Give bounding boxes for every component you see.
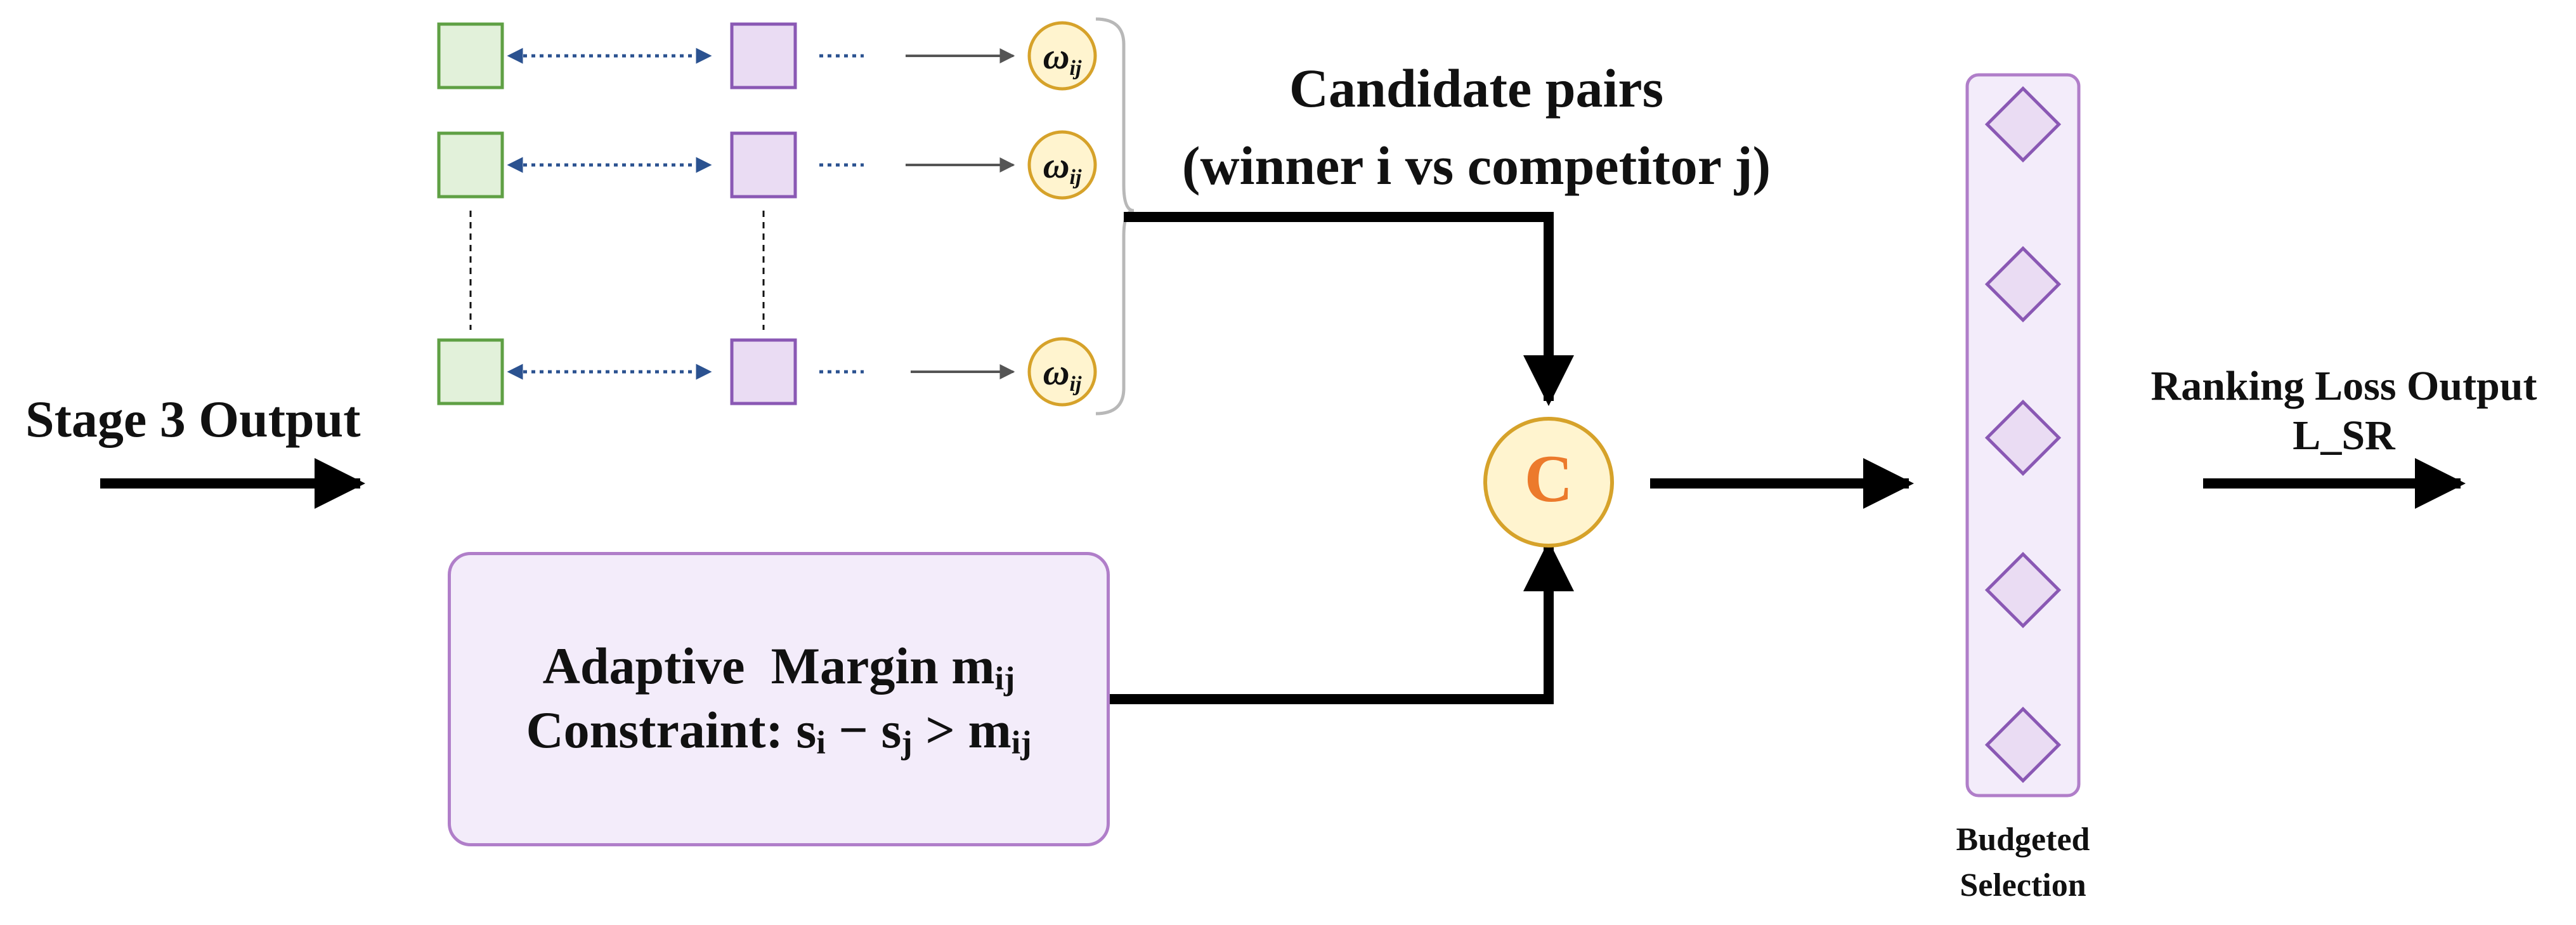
constraint-part-c: > m [912, 701, 1012, 759]
selection-item [1984, 551, 2062, 629]
selection-item [1984, 399, 2062, 476]
candidate-to-combine-arrow [1124, 212, 1574, 406]
adaptive-margin-box: Adaptive Margin mij Constraint: si − sj … [448, 552, 1110, 846]
constraint-sub-j: j [901, 725, 913, 761]
output-label-line2: L_SR [2293, 412, 2396, 459]
winner-node [437, 131, 504, 199]
selection-item [1984, 706, 2062, 784]
budgeted-selection [1965, 73, 2081, 797]
winner-node [437, 22, 504, 89]
competitor-node [730, 338, 797, 405]
svg-text:ωij: ωij [1043, 36, 1082, 80]
candidate-title-line2: (winner i vs competitor j) [1182, 135, 1771, 196]
competitor-node [730, 22, 797, 89]
constraint-part-b: − s [825, 701, 902, 759]
weight-subscript: ij [1070, 166, 1082, 189]
weight-node [1027, 21, 1097, 91]
pair-row: ωij [437, 337, 1097, 407]
margin-constraint: Constraint: si − sj > mij [526, 699, 1031, 763]
margin-title-subscript: ij [994, 660, 1015, 697]
weight-subscript: ij [1070, 56, 1082, 80]
combine-node [1483, 417, 1614, 548]
candidate-pairs: ωij ωij ωij [437, 21, 1097, 407]
stage3-label: Stage 3 Output [25, 390, 361, 448]
svg-text:ωij: ωij [1043, 351, 1082, 396]
svg-text:ωij: ωij [1043, 145, 1082, 189]
constraint-sub-ij: ij [1011, 725, 1032, 761]
budgeted-selection-label: Budgeted Selection [1903, 817, 2143, 909]
constraint-part-a: Constraint: s [526, 701, 817, 759]
margin-title: Adaptive Margin mij [543, 635, 1015, 699]
selection-item [1984, 86, 2062, 163]
weight-node [1027, 337, 1097, 407]
pair-row: ωij [437, 130, 1097, 200]
candidate-title-line1: Candidate pairs [1289, 58, 1663, 119]
constraint-sub-i: i [816, 725, 826, 761]
selection-item [1984, 246, 2062, 323]
weight-node [1027, 130, 1097, 200]
margin-to-combine-arrow [1110, 541, 1574, 704]
weight-symbol: ω [1043, 145, 1070, 186]
competitor-node [730, 131, 797, 199]
winner-node [437, 338, 504, 405]
margin-title-text: Adaptive Margin m [542, 637, 995, 695]
combine-symbol: C [1525, 442, 1573, 516]
candidate-brace [1095, 17, 1135, 416]
output-label-line1: Ranking Loss Output [2151, 363, 2537, 409]
weight-symbol: ω [1043, 36, 1070, 77]
pair-row: ωij [437, 21, 1097, 91]
weight-symbol: ω [1043, 351, 1070, 393]
budgeted-label-line1: Budgeted [1956, 822, 2090, 858]
budgeted-label-line2: Selection [1960, 867, 2086, 903]
weight-subscript: ij [1070, 372, 1082, 396]
